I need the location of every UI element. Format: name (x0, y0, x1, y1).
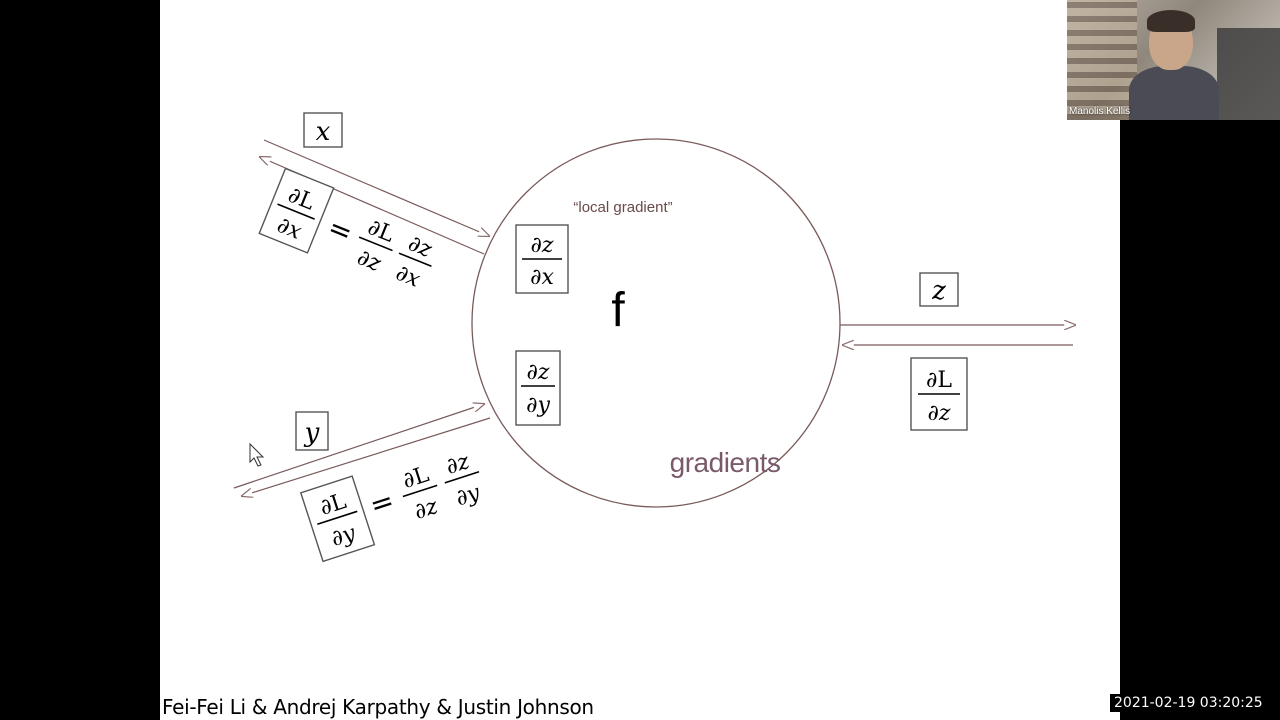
forward-arrow-y (233, 404, 484, 489)
chair-background (1217, 28, 1280, 120)
svg-text:∂z: ∂z (354, 245, 385, 277)
upstream-gradient-dL-dz: ∂L ∂z (910, 357, 968, 431)
computational-graph-diagram: x y z ∂z ∂x ∂z ∂y ∂L ∂z f “local gradien… (233, 112, 1120, 563)
svg-text:∂z: ∂z (411, 494, 441, 525)
svg-text:=: = (323, 210, 357, 249)
svg-text:∂L: ∂L (364, 215, 398, 248)
input-y-box: y (295, 411, 329, 451)
input-x-box: x (303, 112, 343, 148)
backward-arrow-y (242, 417, 491, 496)
svg-text:x: x (316, 117, 331, 147)
local-gradient-label: “local gradient” (573, 199, 672, 216)
node-circle (471, 138, 841, 508)
slide-credit: Fei-Fei Li & Andrej Karpathy & Justin Jo… (162, 695, 594, 719)
forward-arrow-x (263, 139, 489, 236)
recording-timestamp: 2021-02-19 03:20:25 (1110, 694, 1267, 712)
svg-text:∂L: ∂L (926, 368, 952, 393)
output-z-box: z (919, 272, 959, 307)
svg-text:=: = (366, 483, 399, 522)
svg-text:∂y: ∂y (526, 393, 550, 418)
svg-text:∂x: ∂x (392, 261, 424, 293)
chain-rule-x-equation: ∂L ∂x = ∂L ∂z ∂z ∂x (258, 167, 436, 293)
participant-video-tile[interactable]: Manolis Kellis (1067, 0, 1280, 120)
local-gradient-dz-dy: ∂z ∂y (515, 350, 561, 426)
svg-text:y: y (304, 418, 320, 448)
svg-text:z: z (931, 276, 946, 306)
local-gradient-dz-dx: ∂z ∂x (515, 224, 569, 294)
gradients-label: gradients (670, 447, 781, 478)
svg-text:∂y: ∂y (453, 480, 484, 511)
svg-text:∂z: ∂z (928, 401, 951, 426)
participant-hair (1147, 10, 1195, 32)
svg-text:∂z: ∂z (527, 360, 550, 385)
svg-text:∂x: ∂x (530, 265, 554, 290)
mouse-cursor-icon (249, 442, 265, 467)
participant-torso (1129, 66, 1219, 120)
bookshelf-background (1067, 0, 1137, 120)
node-label-f: f (611, 284, 625, 337)
svg-text:∂z: ∂z (404, 231, 435, 263)
participant-name-label: Manolis Kellis (1069, 106, 1131, 117)
chain-rule-y-equation: ∂L ∂y = ∂L ∂z ∂z ∂y (299, 449, 484, 563)
svg-text:∂z: ∂z (531, 233, 554, 258)
